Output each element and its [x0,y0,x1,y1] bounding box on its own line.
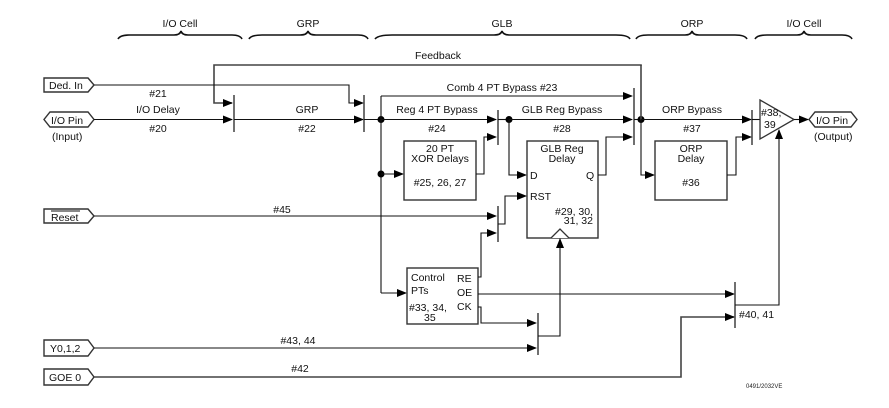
label-oe-mux-num: #40, 41 [739,309,774,321]
brace-grp [248,30,369,40]
clock-triangle-icon [550,228,570,239]
svg-text:Delay: Delay [549,153,577,165]
label-comb-bypass: Comb 4 PT Bypass #23 [447,82,558,94]
svg-text:XOR Delays: XOR Delays [411,153,469,165]
svg-text:ORP: ORP [680,143,703,155]
svg-text:I/O Pin: I/O Pin [816,115,848,127]
block-orp-delay: ORP Delay #36 [654,140,728,201]
svg-text:Control: Control [411,272,445,284]
label-grp-num: #22 [298,123,316,135]
pin-io-output: I/O Pin (Output) [808,111,858,143]
section-headers: I/O Cell GRP GLB ORP I/O Cell [117,18,853,40]
label-orp-bypass-num: #37 [683,123,701,135]
label-glb-reg-bypass-num: #28 [553,123,571,135]
section-label-glb: GLB [491,18,512,30]
svg-text:OE: OE [457,287,472,299]
pin-io-input: I/O Pin (Input) [43,111,95,143]
wire-ded-in [94,84,364,107]
wire-xor-out [476,133,497,175]
svg-text:RE: RE [457,273,472,285]
figure-id: 0491/2032VE [746,384,782,390]
svg-text:RST: RST [530,191,552,203]
wire-goe0 [94,313,735,378]
svg-text:CK: CK [457,301,472,313]
wire-orp-delay-out [727,133,752,176]
svg-text:Ded. In: Ded. In [49,80,83,92]
label-io-delay: I/O Delay [136,104,181,116]
svg-text:#36: #36 [682,177,700,189]
brace-glb [374,30,631,40]
block-control-pts: Control PTs #33, 34, 35 RE OE CK [406,267,479,325]
wire-rst [498,192,527,225]
brace-io-cell-in [117,30,243,40]
label-reg-bypass-num: #24 [428,123,446,135]
brace-orp [635,30,748,40]
svg-text:GOE 0: GOE 0 [49,372,81,384]
section-label-grp: GRP [297,18,320,30]
label-reg-bypass: Reg 4 PT Bypass [396,104,478,116]
wire-q [598,133,633,176]
pin-reset: Reset [43,208,95,224]
block-xor-delays: 20 PT XOR Delays #25, 26, 27 [403,140,477,201]
svg-text:#38,: #38, [761,107,781,119]
pin-ded-in: Ded. In [43,77,95,93]
wire-re [478,229,497,278]
section-label-io-cell-out: I/O Cell [786,18,821,30]
output-buffer: #38, 39 [759,98,796,141]
wire-to-orp-delay [640,119,655,179]
svg-text:#33, 34,: #33, 34, [409,302,447,314]
svg-text:Reset: Reset [51,212,79,224]
pin-y012: Y0,1,2 [43,339,95,357]
svg-text:(Output): (Output) [814,131,853,143]
svg-text:PTs: PTs [411,285,429,297]
svg-text:Delay: Delay [678,153,706,165]
svg-text:#29, 30,: #29, 30, [555,206,593,218]
pin-goe0: GOE 0 [43,368,95,386]
label-glb-reg-bypass: GLB Reg Bypass [522,104,603,116]
svg-text:35: 35 [424,312,436,324]
block-glb-reg-delay: GLB Reg Delay D Q RST #29, 30, 31, 32 [526,140,599,239]
wire-clock [538,238,564,337]
svg-text:D: D [530,170,538,182]
label-feedback: Feedback [415,50,462,62]
brace-io-cell-out [754,30,853,40]
svg-text:31, 32: 31, 32 [564,215,593,227]
svg-text:GLB Reg: GLB Reg [540,143,583,155]
wire-oe-enable [735,129,783,306]
label-y-num: #43, 44 [280,335,315,347]
svg-text:Q: Q [586,170,594,182]
wire-feedback [213,64,642,107]
label-orp-bypass: ORP Bypass [662,104,722,116]
svg-text:I/O Pin: I/O Pin [51,115,83,127]
label-goe-num: #42 [291,363,309,375]
svg-text:#25, 26, 27: #25, 26, 27 [414,177,467,189]
svg-text:Y0,1,2: Y0,1,2 [50,343,81,355]
svg-text:20 PT: 20 PT [426,143,455,155]
section-label-io-cell-in: I/O Cell [162,18,197,30]
label-ded-in-num: #21 [149,88,167,100]
label-grp: GRP [296,104,319,116]
section-label-orp: ORP [681,18,704,30]
label-reset-num: #45 [273,204,291,216]
label-io-delay-num: #20 [149,123,167,135]
wire-d [508,119,527,179]
svg-text:(Input): (Input) [52,131,82,143]
svg-text:39: 39 [764,119,776,131]
wire-ck [478,306,537,327]
